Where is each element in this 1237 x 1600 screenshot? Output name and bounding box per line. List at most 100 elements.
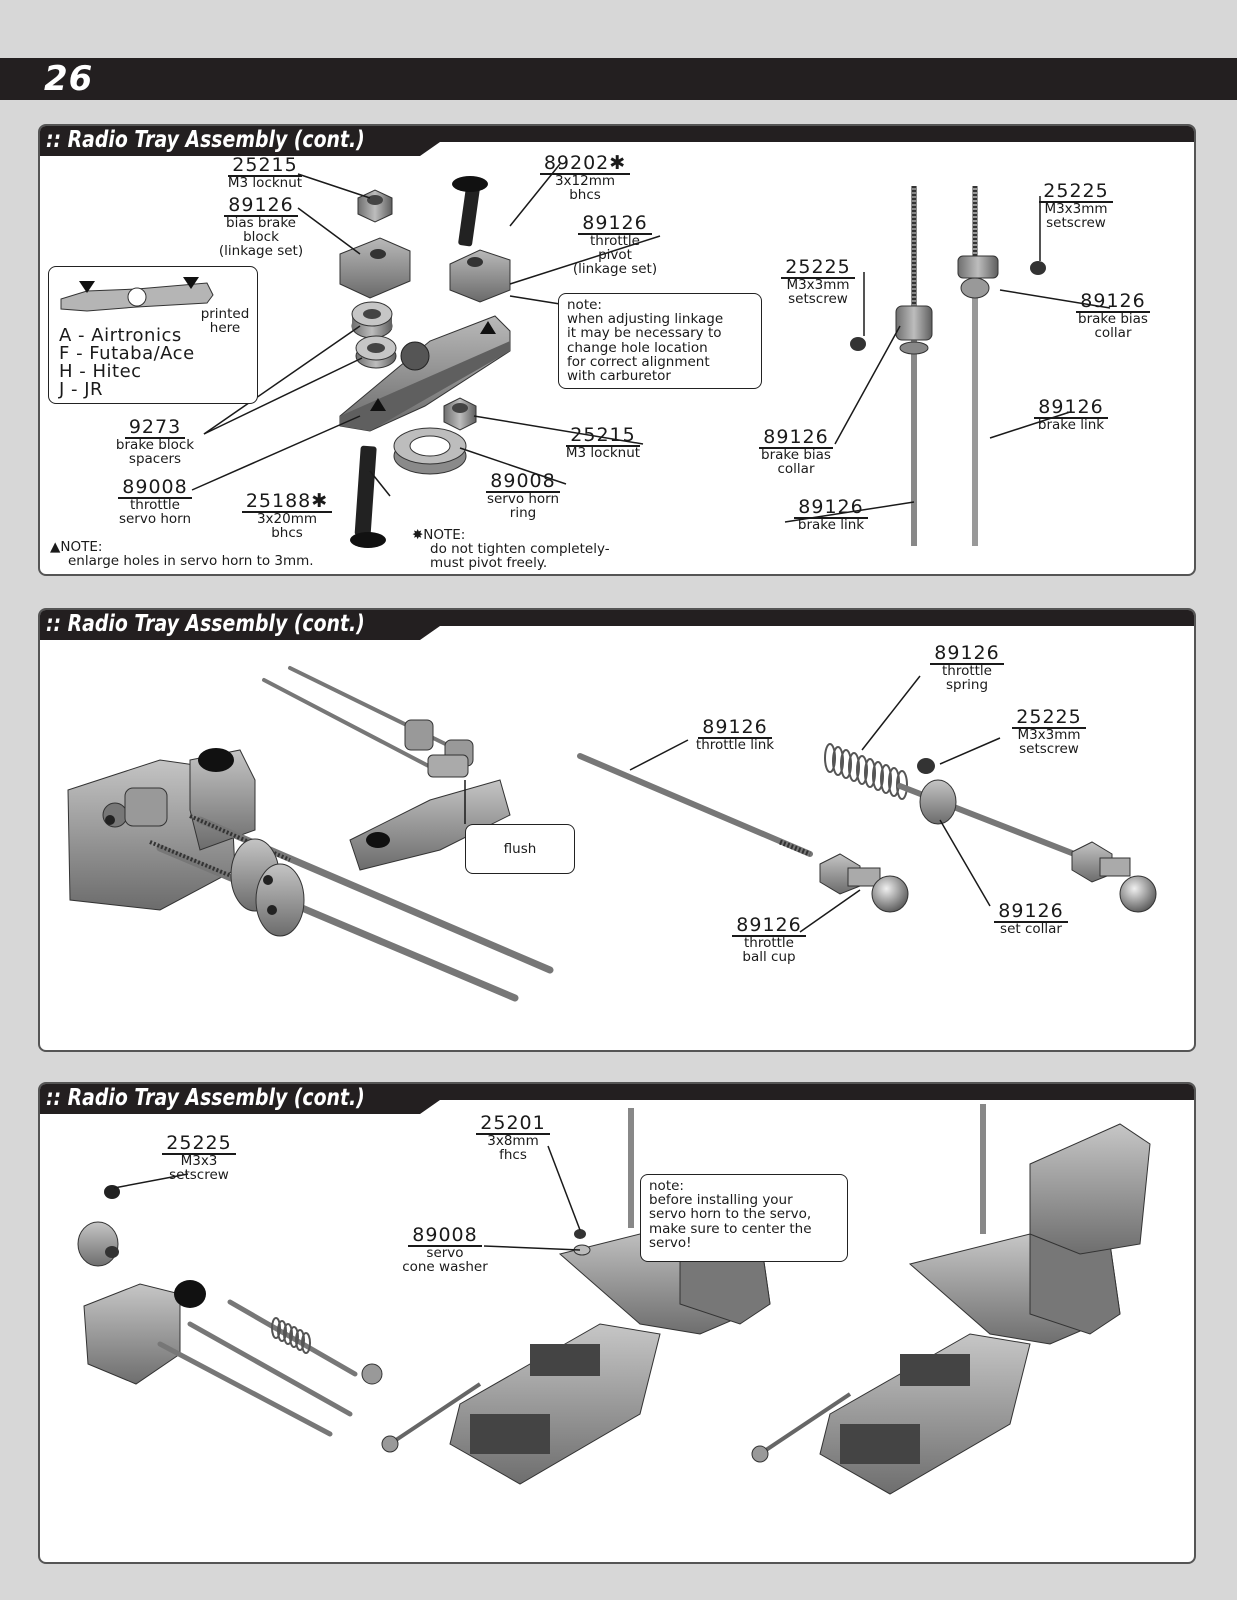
brand-row: H - Hitec xyxy=(59,361,142,382)
part-number: 89126 xyxy=(1034,397,1108,420)
part-desc: bhcs xyxy=(271,525,303,542)
page-header-bar xyxy=(0,58,1237,100)
panel-header: :: Radio Tray Assembly (cont.) xyxy=(40,126,1194,156)
part-number: 89126 xyxy=(1076,291,1150,314)
panel-title: :: Radio Tray Assembly (cont.) xyxy=(46,1085,365,1111)
brand-row: A - Airtronics xyxy=(59,325,182,346)
panel-radio-tray-2: :: Radio Tray Assembly (cont.) xyxy=(38,608,1196,1052)
part-desc: collar xyxy=(777,461,815,478)
part-desc: spacers xyxy=(128,451,182,468)
part-desc: 3x8mm xyxy=(487,1133,539,1150)
part-desc: pivot xyxy=(598,247,632,264)
part-desc: brake bias xyxy=(761,447,831,464)
part-number: 25188✱ xyxy=(241,491,333,514)
part-desc: throttle link xyxy=(695,737,775,754)
panel-title: :: Radio Tray Assembly (cont.) xyxy=(46,611,365,637)
chassis-complete-step xyxy=(751,1104,1151,1495)
linkage-note-box: note: when adjusting linkage it may be n… xyxy=(558,293,762,389)
part-desc: M3 locknut xyxy=(565,445,641,462)
panel-radio-tray-3: :: Radio Tray Assembly (cont.) xyxy=(38,1082,1196,1564)
part-desc: servo horn xyxy=(118,511,192,528)
part-number: 89126 xyxy=(994,901,1068,924)
part-desc: M3x3mm xyxy=(1044,201,1108,218)
radio-tray-installation-illustration xyxy=(77,1104,1151,1495)
flush-note-box: flush xyxy=(465,824,575,874)
brand-list: A - Airtronics F - Futaba/Ace H - Hitec … xyxy=(59,327,195,399)
part-number: 89126 xyxy=(732,915,806,938)
brand-row: J - JR xyxy=(59,379,104,400)
part-number: 25225 xyxy=(781,257,855,280)
part-desc: setscrew xyxy=(169,1167,229,1184)
part-number: 89126 xyxy=(698,717,772,740)
part-desc: (linkage set) xyxy=(218,242,304,259)
part-number: 25225 xyxy=(162,1133,236,1156)
triangle-note-body: enlarge holes in servo horn to 3mm. xyxy=(68,553,314,569)
part-number: 89008 xyxy=(118,477,192,500)
panel-radio-tray-1: :: Radio Tray Assembly (cont.) xyxy=(38,124,1196,576)
chassis-servo-horn-step xyxy=(381,1108,771,1485)
part-desc: set collar xyxy=(1000,921,1062,938)
part-desc: spring xyxy=(945,677,989,694)
part-desc: setscrew xyxy=(1019,741,1079,758)
page-number: 26 xyxy=(44,59,94,99)
part-number: 89008 xyxy=(486,471,560,494)
part-desc: bias brake xyxy=(226,215,296,232)
part-number: 25225 xyxy=(1012,707,1086,730)
part-desc: M3 locknut xyxy=(227,175,303,192)
part-number: 89126 xyxy=(578,213,652,236)
exploded-servo-horn-illustration xyxy=(191,163,1111,548)
part-desc: (linkage set) xyxy=(572,260,658,277)
part-desc: ring xyxy=(509,505,537,522)
part-desc: M3x3 xyxy=(180,1153,218,1170)
center-servo-note-text: note: before installing your servo horn … xyxy=(649,1178,812,1251)
brand-row: F - Futaba/Ace xyxy=(59,343,195,364)
part-number: 89202✱ xyxy=(539,153,631,176)
part-desc: throttle xyxy=(941,663,992,680)
servo-horn xyxy=(339,315,511,432)
part-desc: brake block xyxy=(115,437,195,454)
triangle-note-head: ▲NOTE: xyxy=(50,539,103,555)
part-desc: cone washer xyxy=(402,1259,488,1276)
flush-label: flush xyxy=(503,841,537,857)
part-desc: setscrew xyxy=(788,291,848,308)
part-desc: brake bias xyxy=(1078,311,1148,328)
throttle-linkage-illustration xyxy=(67,666,1157,1002)
part-desc: block xyxy=(243,229,279,246)
part-number: 9273 xyxy=(124,417,186,440)
brake-block-assembly xyxy=(67,748,256,911)
part-number: 89126 xyxy=(759,427,833,450)
part-desc: brake link xyxy=(1037,417,1105,434)
part-desc: throttle xyxy=(743,935,794,952)
part-desc: servo xyxy=(426,1245,464,1262)
part-desc: bhcs xyxy=(569,187,601,204)
part-desc: throttle xyxy=(589,233,640,250)
part-desc: ball cup xyxy=(742,949,796,966)
part-number: 25215 xyxy=(228,155,302,178)
star-note-body: do not tighten completely- must pivot fr… xyxy=(430,541,610,572)
panel-header: :: Radio Tray Assembly (cont.) xyxy=(40,610,1194,640)
part-desc: M3x3mm xyxy=(786,277,850,294)
part-number: 89126 xyxy=(930,643,1004,666)
panel-header: :: Radio Tray Assembly (cont.) xyxy=(40,1084,1194,1114)
part-number: 89008 xyxy=(408,1225,482,1248)
